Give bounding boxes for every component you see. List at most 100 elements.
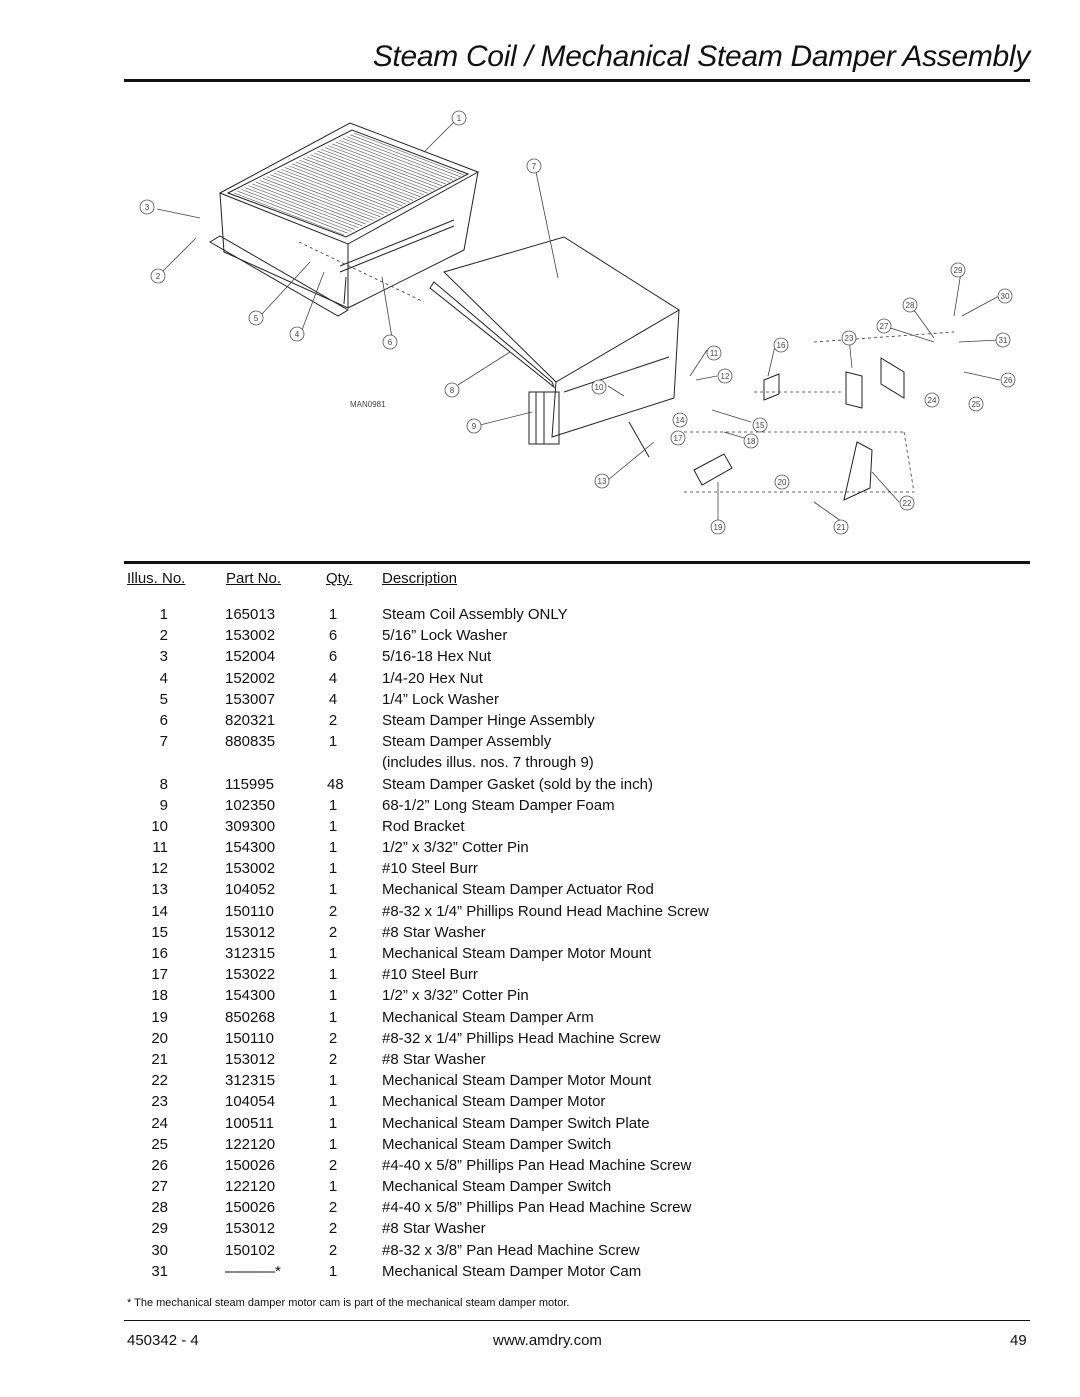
svg-text:31: 31: [999, 336, 1008, 345]
description-cell: Steam Damper Assembly: [382, 733, 552, 751]
table-row: 8 115995 48 Steam Damper Gasket (sold by th…: [124, 774, 1030, 795]
part-no-cell: 880835: [225, 733, 276, 751]
qty-cell: 2: [328, 711, 338, 729]
description-cell: #8-32 x 3/8” Pan Head Machine Screw: [382, 1241, 640, 1259]
steam-coil-drawing: [209, 122, 480, 317]
part-no-cell: 820321: [225, 711, 276, 729]
part-no-cell: 122120: [225, 1135, 276, 1153]
callout-16: 16: [773, 337, 789, 353]
callout-6: 6: [382, 334, 398, 350]
drawing-id: MAN0981: [350, 400, 386, 409]
part-no-cell: 153012: [225, 1220, 276, 1238]
part-no-cell: 153007: [225, 690, 276, 708]
description-cell: #4-40 x 5/8” Phillips Pan Head Machine S…: [382, 1199, 692, 1217]
callout-12: 12: [717, 368, 733, 384]
callout-13: 13: [594, 473, 610, 489]
qty-cell: 1: [328, 733, 338, 751]
coil-fin: [284, 167, 396, 210]
qty-cell: 1: [328, 1178, 338, 1196]
illus-no-cell: 1: [159, 606, 168, 623]
coil-fin: [295, 161, 406, 205]
coil-fin: [346, 136, 457, 179]
coil-fin: [350, 134, 461, 178]
qty-cell: 1: [328, 1008, 338, 1026]
svg-text:30: 30: [1001, 292, 1010, 301]
coil-fin: [266, 176, 377, 219]
qty-cell: 1: [328, 839, 338, 857]
svg-text:21: 21: [837, 523, 846, 532]
part-no-cell: 115995: [225, 775, 274, 793]
svg-text:7: 7: [532, 162, 537, 171]
callout-5: 5: [248, 310, 264, 326]
callout-9: 9: [466, 418, 482, 434]
svg-text:20: 20: [778, 478, 787, 487]
qty-cell: 1: [328, 987, 338, 1005]
illus-no-cell: 24: [151, 1114, 168, 1132]
coil-fin: [262, 178, 374, 221]
illus-no-cell: 29: [151, 1220, 168, 1238]
qty-cell: 2: [328, 1241, 338, 1259]
description-cell: #10 Steel Burr: [382, 966, 478, 984]
callout-18: 18: [743, 433, 759, 449]
coil-fin: [292, 163, 403, 207]
part-no-cell: 153012: [225, 1050, 276, 1068]
qty-cell: 1: [328, 1262, 338, 1280]
callout-28: 28: [902, 297, 918, 313]
description-cell: 1/2” x 3/32” Cotter Pin: [382, 839, 529, 857]
header-qty: Qty.: [326, 570, 353, 587]
coil-fin: [332, 143, 443, 187]
description-cell: Mechanical Steam Damper Switch Plate: [382, 1114, 650, 1132]
part-no-cell: 154300: [225, 839, 276, 857]
coil-fin: [302, 158, 414, 201]
callout-11: 11: [706, 345, 722, 361]
illus-no-cell: 8: [159, 775, 168, 793]
svg-text:14: 14: [676, 416, 685, 425]
coil-fin: [313, 152, 425, 196]
part-no-cell: 152004: [225, 648, 276, 666]
qty-cell: 2: [328, 923, 338, 941]
part-no-cell: 165013: [225, 606, 276, 623]
svg-text:19: 19: [714, 523, 723, 532]
coil-fin: [281, 169, 392, 212]
description-cell: #8-32 x 1/4” Phillips Round Head Machine…: [382, 902, 709, 920]
illus-no-cell: 11: [152, 839, 168, 857]
coil-fin: [241, 189, 352, 232]
part-no-cell: 104054: [225, 1093, 276, 1111]
description-cell: #8 Star Washer: [382, 923, 486, 941]
part-no-cell: 122120: [225, 1178, 276, 1196]
description-cell: Mechanical Steam Damper Actuator Rod: [382, 881, 654, 899]
qty-cell: 2: [328, 1156, 338, 1174]
part-no-cell: 100511: [225, 1114, 274, 1132]
qty-cell: 4: [328, 669, 338, 687]
description-cell: 1/4-20 Hex Nut: [382, 669, 483, 687]
coil-fin: [353, 132, 465, 176]
description-cell: (includes illus. nos. 7 through 9): [382, 754, 594, 772]
svg-text:10: 10: [595, 383, 604, 392]
illus-no-cell: 21: [151, 1050, 168, 1068]
part-no-cell: 102350: [225, 796, 276, 814]
qty-cell: 48: [327, 775, 344, 793]
illus-no-cell: 2: [159, 627, 168, 645]
callout-1: 1: [451, 110, 467, 126]
description-cell: #8 Star Washer: [382, 1220, 486, 1238]
title-rule: [124, 79, 1030, 82]
callout-14: 14: [672, 412, 688, 428]
description-cell: 68-1/2” Long Steam Damper Foam: [382, 796, 615, 814]
description-cell: Steam Damper Gasket (sold by the inch): [382, 775, 653, 793]
qty-cell: 1: [328, 817, 338, 835]
qty-cell: 4: [328, 690, 338, 708]
header-description: Description: [382, 570, 458, 587]
description-cell: Rod Bracket: [382, 817, 465, 835]
callout-3: 3: [139, 199, 155, 215]
illus-no-cell: 20: [151, 1029, 168, 1047]
page-title: Steam Coil / Mechanical Steam Damper Ass…: [372, 40, 1031, 73]
table-row: 11 154300 1 1/2” x 3/32” Cotter Pin: [124, 837, 1030, 858]
